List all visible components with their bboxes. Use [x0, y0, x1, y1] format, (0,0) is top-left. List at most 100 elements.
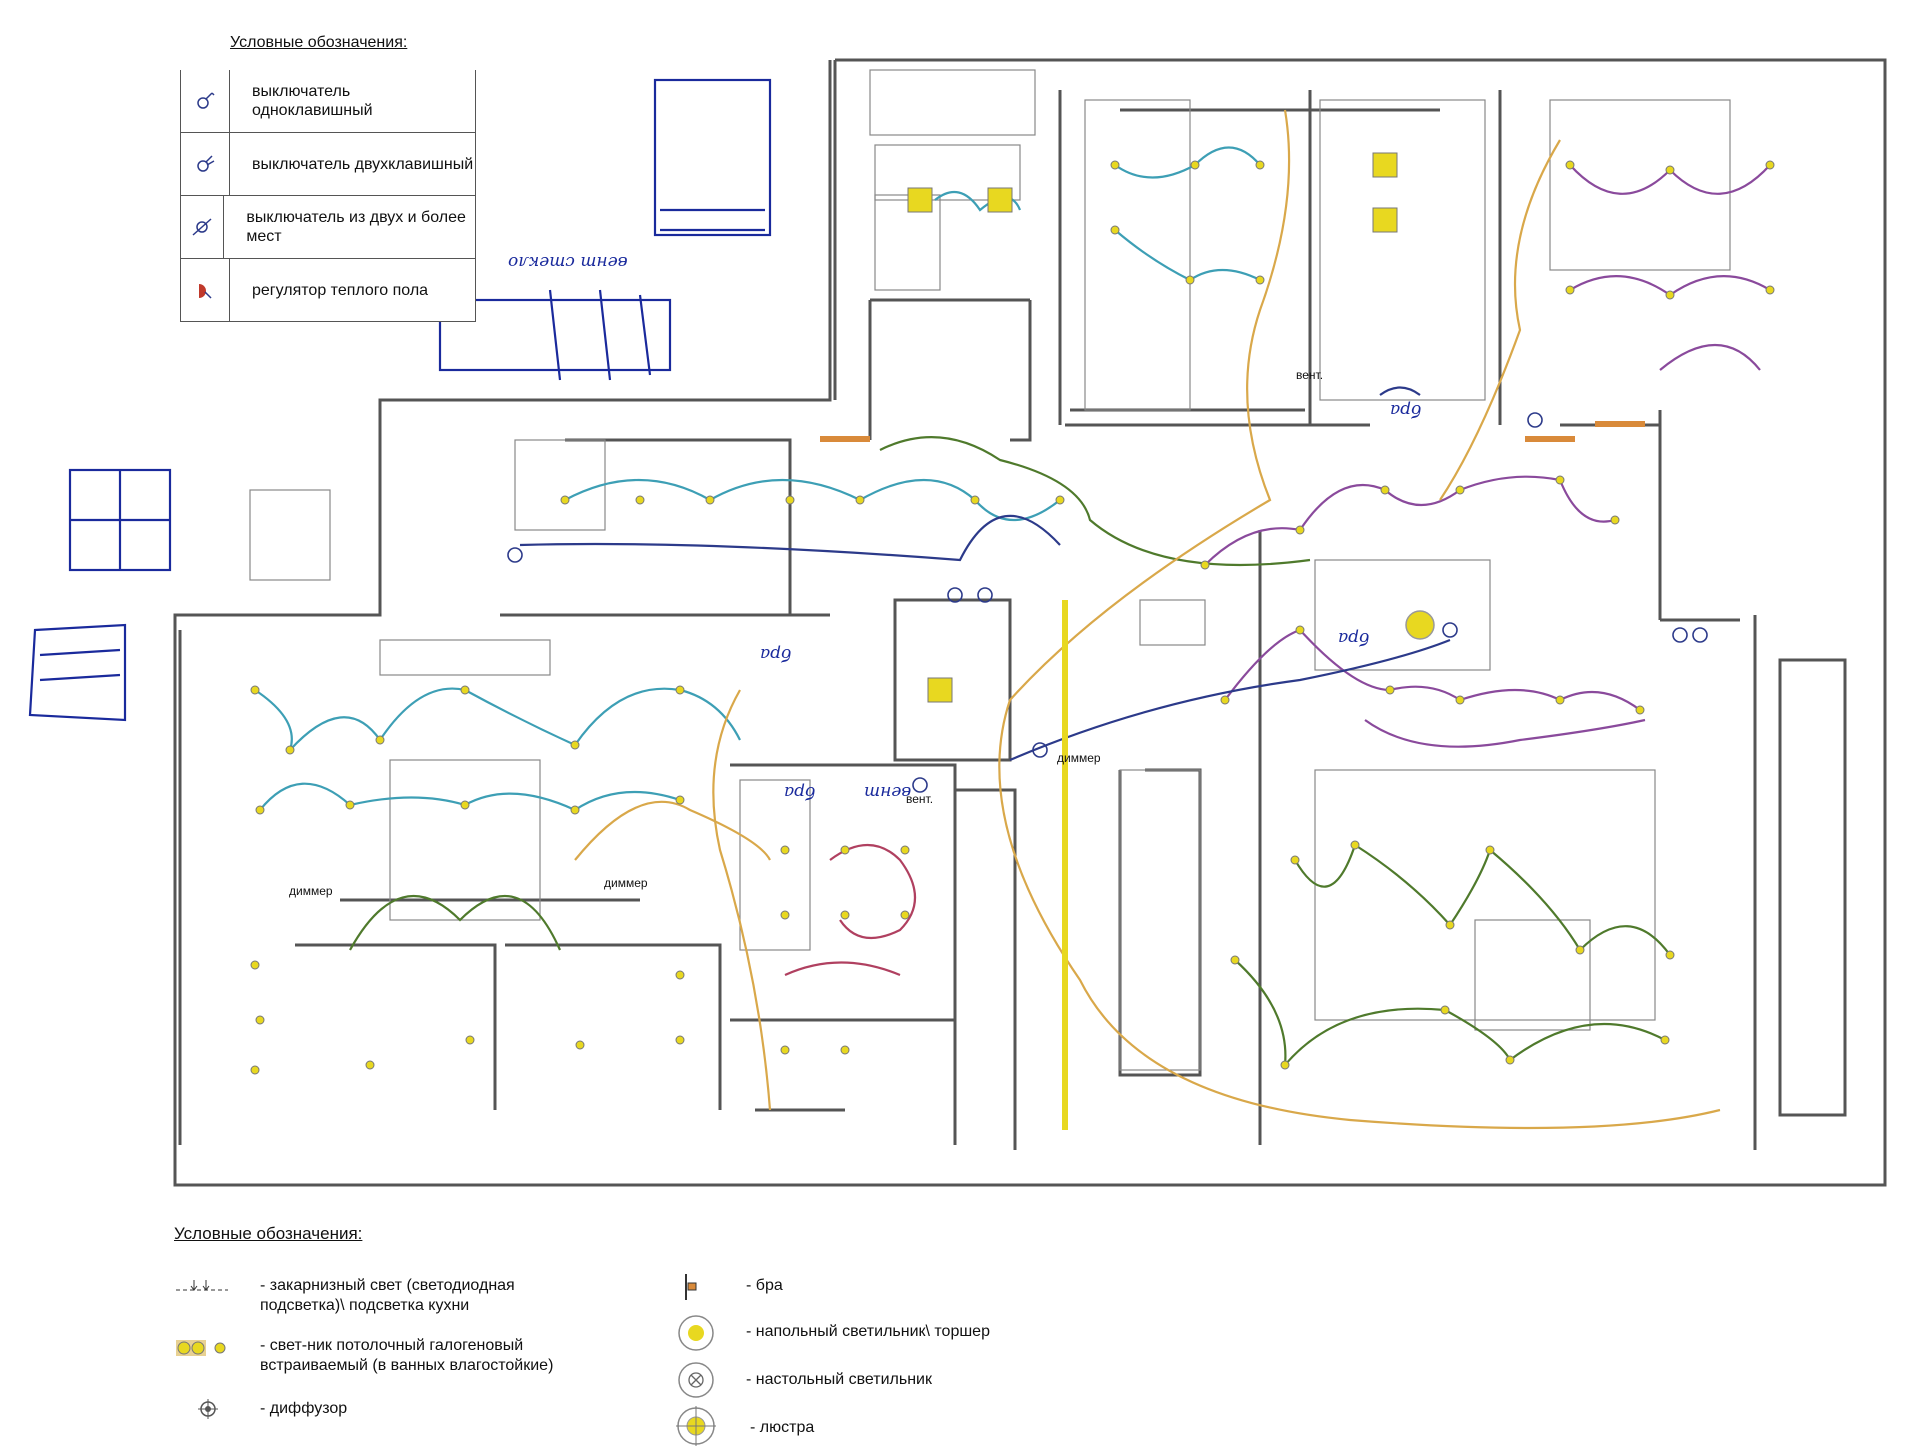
- legend-top-row: выключатель из двух и более мест: [180, 196, 476, 259]
- ceiling-spot: [570, 740, 580, 750]
- cornice-light-icon: [176, 1276, 228, 1303]
- ceiling-spot: [780, 845, 790, 855]
- legend-bottom-text: - настольный светильник: [746, 1371, 932, 1388]
- sconce-icon: [680, 1272, 704, 1307]
- handwritten-note: бра: [760, 644, 792, 664]
- legend-bottom-text: - закарнизный свет (светодиодная подсвет…: [260, 1277, 515, 1314]
- sketch-box: [438, 298, 672, 372]
- ceiling-spot: [250, 1065, 260, 1075]
- switch: [947, 587, 963, 603]
- legend-bottom-title: Условные обозначения:: [174, 1224, 363, 1243]
- ceiling-spot: [675, 685, 685, 695]
- kitchen-island: [1119, 769, 1201, 1071]
- sketch-lines: [28, 623, 127, 722]
- ceiling-spot: [255, 1015, 265, 1025]
- ceiling-spot: [1665, 290, 1675, 300]
- ceiling-spot: [575, 1040, 585, 1050]
- cooktop: [874, 144, 1021, 201]
- ceiling-spot: [1200, 560, 1210, 570]
- switch: [507, 547, 523, 563]
- wire-orange: [998, 109, 1721, 1130]
- chandelier-icon: [674, 1404, 718, 1453]
- legend-top: Условные обозначения: выключатель однокл…: [180, 34, 476, 322]
- wire-crimson: [829, 843, 917, 940]
- shelf: [869, 69, 1036, 136]
- ceiling-spot: [1255, 275, 1265, 285]
- ceiling-spot: [785, 495, 795, 505]
- ceiling-spot: [1110, 225, 1120, 235]
- legend-bottom-text: - люстра: [750, 1419, 815, 1436]
- halogen-spot-group: [987, 187, 1013, 213]
- wall: [1058, 90, 1312, 425]
- wire-teal: [259, 782, 681, 812]
- floor-heating-regulator-icon: [181, 259, 230, 321]
- halogen-spot-group: [1372, 152, 1398, 178]
- sketch-lines: [548, 289, 652, 381]
- legend-bottom-text: - напольный светильник\ торшер: [746, 1323, 990, 1340]
- ceiling-spot: [1380, 485, 1390, 495]
- legend-top-text: выключатель из двух и более мест: [246, 209, 466, 245]
- ceiling-spot: [1255, 160, 1265, 170]
- ceiling-spot: [1055, 495, 1065, 505]
- ceiling-spot: [255, 805, 265, 815]
- ceiling-spot: [250, 685, 260, 695]
- coffee-table: [1474, 919, 1591, 1031]
- legend-top-text: выключатель одноклавишный: [251, 83, 373, 119]
- bed-2: [389, 759, 541, 921]
- ceiling-spot: [365, 1060, 375, 1070]
- ceiling-spot: [1295, 525, 1305, 535]
- switch: [1672, 627, 1688, 643]
- ceiling-spot: [345, 800, 355, 810]
- ceiling-spot: [1555, 475, 1565, 485]
- floor-heating-regulator: [1595, 421, 1645, 427]
- switches: [507, 412, 1708, 1130]
- diffuser-icon: [196, 1397, 220, 1426]
- ceiling-spot: [1110, 160, 1120, 170]
- dimmer-label: диммер: [1057, 751, 1101, 765]
- ceiling-spot: [705, 495, 715, 505]
- switch: [1692, 627, 1708, 643]
- wardrobe: [1319, 99, 1486, 401]
- ceiling-spot: [1455, 695, 1465, 705]
- switch: [1032, 742, 1048, 758]
- wire-green: [1294, 843, 1671, 956]
- bed: [1549, 99, 1731, 271]
- ceiling-spot: [1635, 705, 1645, 715]
- ceiling-spot: [460, 800, 470, 810]
- ceiling-spot: [285, 745, 295, 755]
- bathtub-2: [739, 779, 811, 951]
- wire-navy: [1379, 386, 1421, 396]
- switch: [1442, 622, 1458, 638]
- table-lamp-icon: [676, 1360, 716, 1405]
- wall: [1065, 408, 1370, 427]
- ceiling-spot: [675, 795, 685, 805]
- ceiling-spot: [1280, 1060, 1290, 1070]
- floor-heating-regulator: [1525, 436, 1575, 442]
- ceiling-spot: [840, 910, 850, 920]
- handwritten-note: бра: [1390, 400, 1422, 420]
- ceiling-spot: [1190, 160, 1200, 170]
- handwritten-note: вент: [864, 782, 912, 802]
- wall: [505, 943, 722, 1110]
- ceiling-spot: [570, 805, 580, 815]
- floor-lamp-icon: [676, 1313, 716, 1358]
- ceiling-spot: [1665, 950, 1675, 960]
- ceiling-spot: [1610, 515, 1620, 525]
- ceiling-spot: [1765, 285, 1775, 295]
- ceiling-spot: [1445, 920, 1455, 930]
- wire-navy: [519, 514, 1061, 562]
- ceiling-spot: [250, 960, 260, 970]
- ceiling-spot: [900, 910, 910, 920]
- side-table: [1139, 599, 1206, 646]
- single-switch-icon: [181, 70, 230, 132]
- dimmer-label: диммер: [604, 876, 648, 890]
- chandelier: [1405, 610, 1435, 640]
- sketch-lines: [70, 470, 170, 570]
- double-switch-icon: [181, 133, 230, 195]
- switch: [977, 587, 993, 603]
- wire-crimson: [784, 961, 901, 977]
- switch: [1527, 412, 1543, 428]
- legend-top-row: выключатель двухклавишный: [180, 133, 476, 196]
- legend-bottom-text: - бра: [746, 1277, 783, 1294]
- legend-top-text: регулятор теплого пола: [252, 281, 429, 299]
